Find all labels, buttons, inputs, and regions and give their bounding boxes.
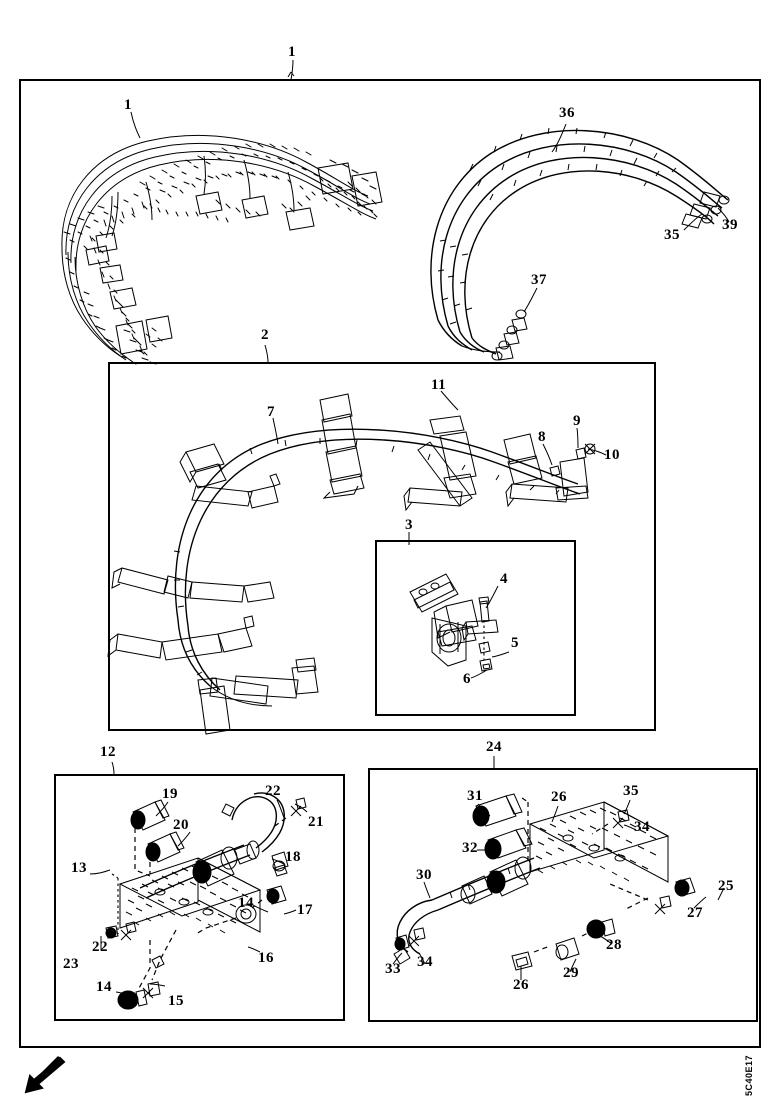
callout-31: 31 [467, 788, 483, 804]
drawing-code: 5C40E17 [744, 1054, 754, 1096]
outer-border-frame [19, 79, 761, 1048]
callout-37: 37 [531, 272, 547, 288]
callout-34-bottom: 34 [417, 954, 433, 970]
callout-1-top: 1 [288, 44, 296, 60]
callout-28: 28 [606, 937, 622, 953]
callout-21: 21 [308, 814, 324, 830]
callout-25: 25 [718, 878, 734, 894]
callout-10: 10 [604, 447, 620, 463]
callout-2: 2 [261, 327, 269, 343]
panel-24-frame [368, 768, 758, 1022]
orientation-arrow-icon [24, 1056, 66, 1094]
callout-30: 30 [416, 867, 432, 883]
callout-36: 36 [559, 105, 575, 121]
callout-7: 7 [267, 404, 275, 420]
callout-11: 11 [431, 377, 447, 393]
callout-8: 8 [538, 429, 546, 445]
callout-15: 15 [168, 993, 184, 1009]
callout-22-top: 22 [265, 783, 281, 799]
callout-13: 13 [71, 860, 87, 876]
callout-4: 4 [500, 571, 508, 587]
callout-32: 32 [462, 840, 478, 856]
callout-14-right: 14 [238, 895, 254, 911]
callout-19: 19 [162, 786, 178, 802]
leader-1-top [287, 59, 295, 81]
callout-22-left: 22 [92, 939, 108, 955]
callout-14-bottom: 14 [96, 979, 112, 995]
callout-26-bottom: 26 [513, 977, 529, 993]
callout-1-harness: 1 [124, 97, 132, 113]
callout-5: 5 [511, 635, 519, 651]
callout-26-top: 26 [551, 789, 567, 805]
callout-16: 16 [258, 950, 274, 966]
callout-12: 12 [100, 744, 116, 760]
panel-2-frame [108, 362, 656, 731]
callout-27: 27 [687, 905, 703, 921]
callout-6: 6 [463, 671, 471, 687]
callout-20: 20 [173, 817, 189, 833]
callout-23: 23 [63, 956, 79, 972]
callout-29: 29 [563, 965, 579, 981]
callout-3: 3 [405, 517, 413, 533]
panel-12-frame [54, 774, 345, 1021]
callout-24: 24 [486, 739, 502, 755]
callout-17: 17 [297, 902, 313, 918]
callout-18: 18 [285, 849, 301, 865]
callout-35-hose: 35 [664, 227, 680, 243]
callout-9: 9 [573, 413, 581, 429]
panel-3-inset-frame [375, 540, 576, 716]
callout-34-top: 34 [634, 819, 650, 835]
callout-33: 33 [385, 961, 401, 977]
callout-39: 39 [722, 217, 738, 233]
callout-35-panel: 35 [623, 783, 639, 799]
